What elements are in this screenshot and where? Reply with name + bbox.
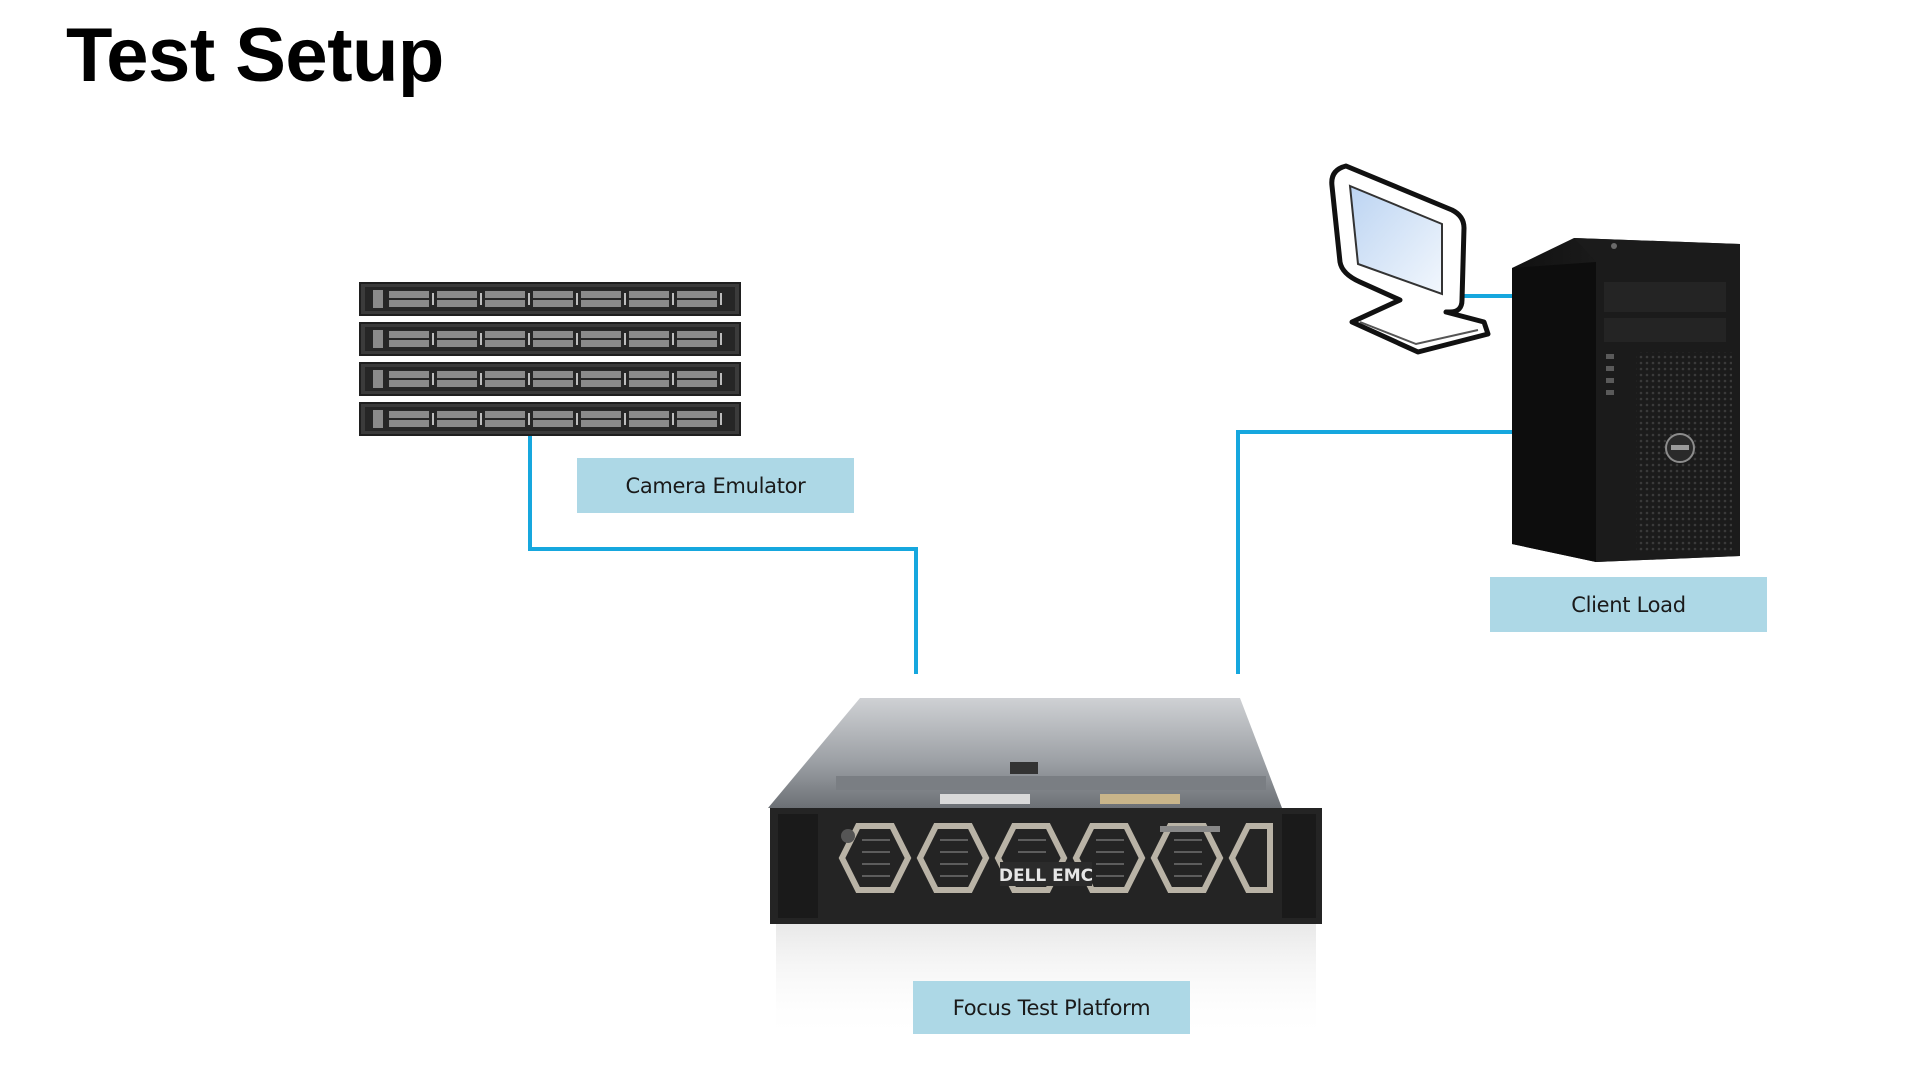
- rack-server-unit: [359, 362, 741, 396]
- rack-server-unit: [359, 322, 741, 356]
- tower-pc-icon: [1512, 238, 1740, 562]
- client-load-label: Client Load: [1571, 592, 1686, 617]
- connector-camera-to-platform: [528, 432, 918, 674]
- rack-server-unit: [359, 402, 741, 436]
- focus-test-platform-label: Focus Test Platform: [952, 995, 1151, 1020]
- client-load-label-box: [1490, 577, 1767, 632]
- connector-platform-to-client: [1236, 430, 1516, 674]
- camera-emulator-servers: [359, 282, 741, 436]
- connectors: [528, 294, 1516, 674]
- camera-emulator-label-box: [577, 458, 854, 513]
- focus-test-platform-label-box: [913, 981, 1190, 1034]
- rack-server-unit: [359, 282, 741, 316]
- monitor-icon: [1329, 163, 1491, 355]
- page-title: Test Setup: [66, 13, 444, 98]
- camera-emulator-label: Camera Emulator: [625, 473, 806, 498]
- dell-emc-logo: DELL EMC: [999, 866, 1093, 886]
